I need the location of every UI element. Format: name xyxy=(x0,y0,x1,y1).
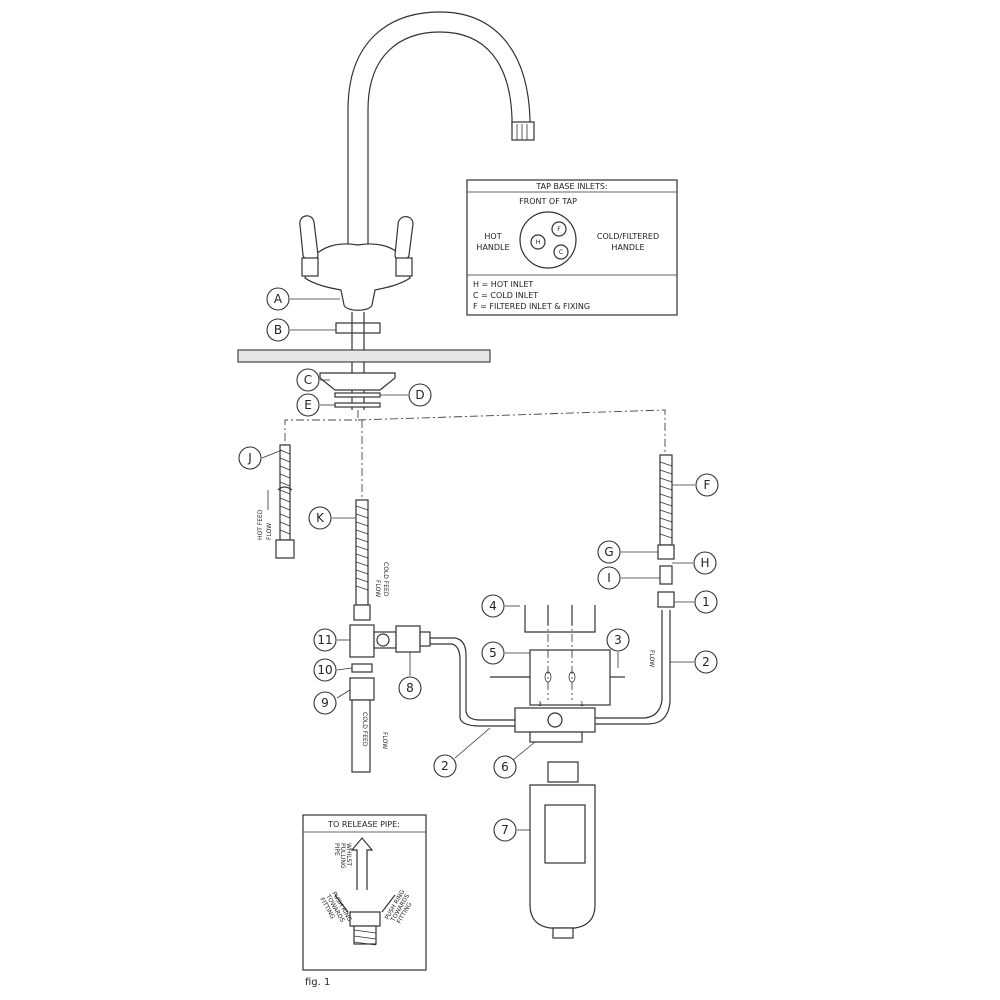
svg-text:7: 7 xyxy=(501,823,509,837)
svg-text:2: 2 xyxy=(702,655,710,669)
screws xyxy=(524,605,596,633)
cold-feed-bottom-label: COLD FEED xyxy=(361,712,368,747)
countertop xyxy=(237,349,491,363)
callout-6: 6 xyxy=(493,741,536,779)
port-3-label: 3 xyxy=(538,701,542,708)
svg-text:C: C xyxy=(304,373,312,387)
svg-text:5: 5 xyxy=(489,646,497,660)
svg-text:B: B xyxy=(274,323,282,337)
callout-2-left: 2 xyxy=(433,727,491,778)
filter-cartridge xyxy=(529,761,596,939)
inlet-f-label: F xyxy=(557,226,561,233)
callout-D: D xyxy=(380,383,432,407)
tap-assembly xyxy=(299,11,535,311)
svg-text:I: I xyxy=(607,571,611,585)
callout-5: 5 xyxy=(481,641,530,665)
hot-handle-label-1: HOT xyxy=(484,232,501,241)
callout-C: C xyxy=(296,368,330,392)
svg-text:F: F xyxy=(704,478,711,492)
callout-10: 10 xyxy=(313,658,353,682)
callout-K: K xyxy=(308,506,356,530)
svg-text:3: 3 xyxy=(614,633,622,647)
filtered-hose xyxy=(595,454,675,725)
legend-hot-inlet: H = HOT INLET xyxy=(473,280,533,289)
svg-text:6: 6 xyxy=(501,760,509,774)
callout-G: G xyxy=(597,540,658,564)
svg-text:8: 8 xyxy=(406,681,414,695)
callout-3: 3 xyxy=(606,628,630,668)
front-of-tap-label: FRONT OF TAP xyxy=(519,197,577,206)
hot-feed-hose xyxy=(275,444,295,559)
callout-8: 8 xyxy=(398,652,422,700)
inlet-h-label: H xyxy=(536,239,541,246)
svg-text:K: K xyxy=(316,511,325,525)
svg-text:A: A xyxy=(274,292,283,306)
cold-feed-label: COLD FEED xyxy=(382,562,389,597)
hot-flow-label: FLOW xyxy=(266,523,273,540)
release-top-1: WHILST xyxy=(345,843,352,866)
svg-text:H: H xyxy=(700,556,709,570)
inlet-c-label: C xyxy=(559,249,563,256)
callout-B: B xyxy=(266,318,336,342)
legend-cold-inlet: C = COLD INLET xyxy=(473,291,538,300)
filter-head xyxy=(490,618,625,743)
release-top-3: PIPE xyxy=(333,843,340,856)
svg-text:E: E xyxy=(304,398,312,412)
svg-text:G: G xyxy=(604,545,613,559)
pipe-to-filter-head xyxy=(430,637,515,721)
mounting-parts xyxy=(237,312,491,410)
tee-valve xyxy=(349,624,431,773)
cold-handle-label-2: HANDLE xyxy=(611,243,644,252)
hot-handle-label-2: HANDLE xyxy=(476,243,509,252)
callout-E: E xyxy=(296,393,335,417)
cold-feed-hose xyxy=(353,499,371,621)
svg-text:D: D xyxy=(415,388,424,402)
svg-text:1: 1 xyxy=(702,595,710,609)
svg-text:9: 9 xyxy=(321,696,329,710)
callout-I: I xyxy=(597,566,660,590)
callout-1: 1 xyxy=(674,590,718,614)
release-pipe-title: TO RELEASE PIPE: xyxy=(327,820,400,829)
svg-text:4: 4 xyxy=(489,599,497,613)
hot-feed-label: HOT FEED xyxy=(257,509,264,540)
tap-base-inlets-panel xyxy=(466,179,678,316)
cold-handle-label-1: COLD/FILTERED xyxy=(597,232,659,241)
cold-flow-bottom-label: FLOW xyxy=(381,732,388,749)
callout-11: 11 xyxy=(313,628,350,652)
callout-2-right: 2 xyxy=(670,650,718,674)
callout-4: 4 xyxy=(481,594,520,618)
callout-J: J xyxy=(238,446,283,470)
svg-text:J: J xyxy=(247,451,252,465)
svg-text:11: 11 xyxy=(317,633,332,647)
callout-A: A xyxy=(266,287,340,311)
svg-text:2: 2 xyxy=(441,759,449,773)
release-pipe-panel xyxy=(302,814,427,971)
port-1-label: 1 xyxy=(580,701,584,708)
svg-text:10: 10 xyxy=(317,663,332,677)
callout-7: 7 xyxy=(493,818,530,842)
callout-H: H xyxy=(672,551,717,575)
callout-F: F xyxy=(672,473,719,497)
filter-flow-label: FLOW xyxy=(648,650,655,667)
cold-flow-label: FLOW xyxy=(374,580,381,597)
release-top-2: PULLING xyxy=(339,843,346,869)
tap-base-inlets-title: TAP BASE INLETS: xyxy=(535,182,607,191)
legend-filtered-inlet: F = FILTERED INLET & FIXING xyxy=(473,302,590,311)
callout-9: 9 xyxy=(313,689,351,715)
figure-label: fig. 1 xyxy=(305,977,330,988)
